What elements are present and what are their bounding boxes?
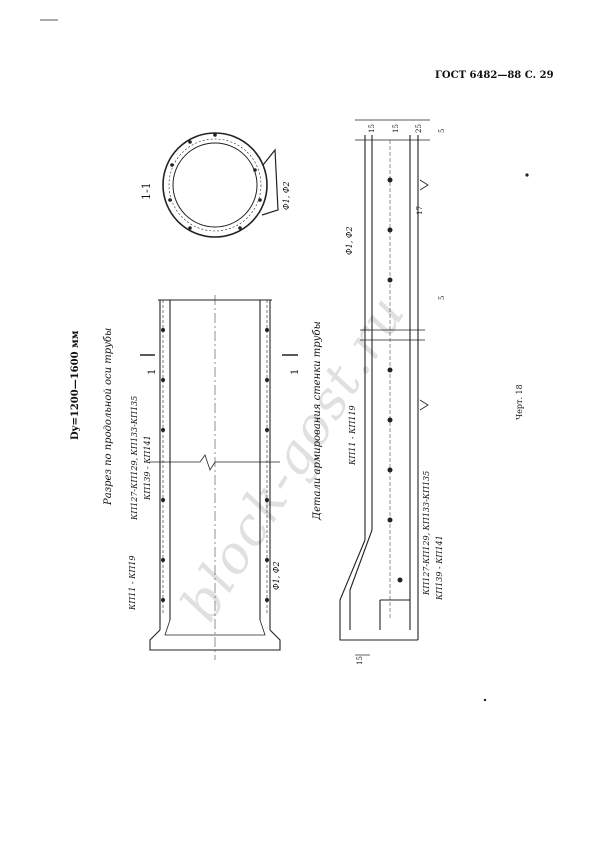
dim-25: 25 <box>415 124 423 133</box>
diameter-title: Dy=1200—1600 мм <box>70 330 81 440</box>
longitudinal-section <box>140 295 298 660</box>
section-mark-right: 1 <box>290 368 301 375</box>
label-kp127-set: КП127-КП129, КП133-КП135 <box>130 395 139 520</box>
dim-15b: 15 <box>392 124 400 133</box>
longitudinal-section-title: Разрез по продольной оси трубы <box>103 327 114 505</box>
label-kp11-19: КП11 - КП19 <box>128 555 137 610</box>
label-f1f2-long: Ф1, Ф2 <box>272 561 281 590</box>
dim-15a: 15 <box>368 124 376 133</box>
rebar-dots <box>161 133 529 702</box>
page-header: ГОСТ 6482—88 С. 29 <box>435 70 554 81</box>
detail-drawing <box>339 119 430 656</box>
dim-5a: 5 <box>438 128 446 133</box>
label-kp139-141: КП139 - КП141 <box>143 435 152 500</box>
label-kp139-141b: КП139 - КП141 <box>435 535 444 600</box>
label-f1f2-circle: Ф1, Ф2 <box>282 181 291 210</box>
section-mark-left: 1 <box>147 368 158 375</box>
dim-17: 17 <box>416 206 424 215</box>
dim-15-bottom: 15 <box>356 656 364 665</box>
label-kp127-set2: КП127-КП129, КП133-КП135 <box>422 470 431 595</box>
section-label: 1-1 <box>140 182 153 200</box>
figure-number: Черт. 18 <box>515 384 524 420</box>
dim-5b: 5 <box>438 295 446 300</box>
label-f1f2-detail: Ф1, Ф2 <box>345 226 354 255</box>
cross-section-circle <box>162 132 279 238</box>
